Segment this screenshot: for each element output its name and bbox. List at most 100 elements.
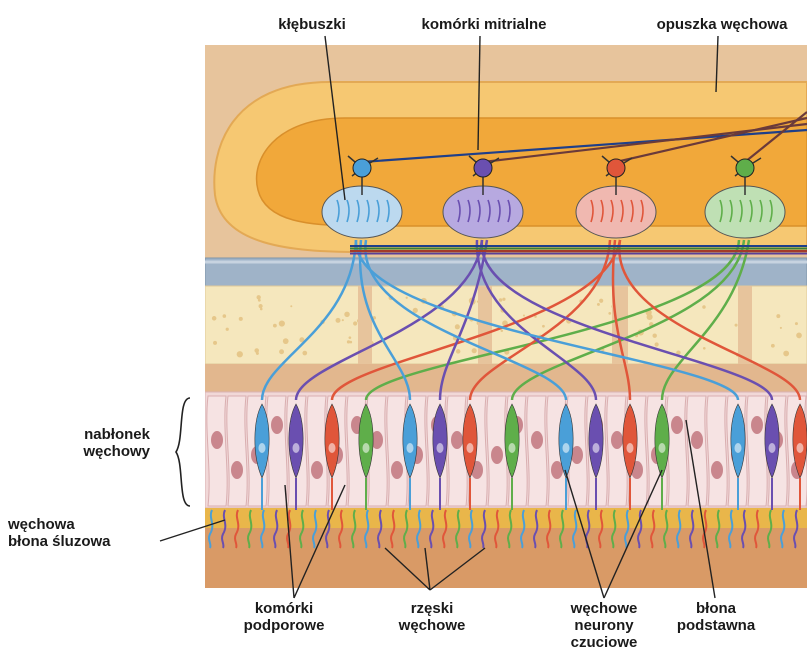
bone-pore bbox=[256, 352, 259, 355]
label-basement-membrane: błona podstawna bbox=[677, 600, 755, 634]
bone-pore bbox=[260, 308, 263, 311]
bone-pore bbox=[655, 342, 659, 346]
bone-pore bbox=[499, 298, 503, 302]
label-membrane-line-2: podstawna bbox=[677, 617, 755, 634]
cell-nucleus bbox=[751, 416, 763, 434]
bone-pore bbox=[353, 321, 357, 325]
label-neurons-line-2: neurony bbox=[571, 617, 638, 634]
bone-pore bbox=[349, 336, 352, 339]
neuron-nucleus bbox=[797, 443, 804, 453]
bone-pore bbox=[342, 319, 344, 321]
label-sensory-neurons: węchowe neurony czuciowe bbox=[571, 600, 638, 651]
bone-pore bbox=[347, 340, 350, 343]
cell-nucleus bbox=[231, 461, 243, 479]
bone-pore bbox=[256, 295, 260, 299]
neuron-nucleus bbox=[659, 443, 666, 453]
bone-pore bbox=[212, 316, 217, 321]
neuron-nucleus bbox=[293, 443, 300, 453]
supporting-cell bbox=[307, 396, 327, 506]
bone-pore bbox=[795, 322, 798, 325]
bone-pore bbox=[455, 324, 460, 329]
bone-pore bbox=[597, 303, 600, 306]
label-olfactory-mucosa: węchowa błona śluzowa bbox=[8, 516, 111, 550]
bone-pore bbox=[703, 347, 706, 350]
label-mucosa-line-2: błona śluzowa bbox=[8, 533, 111, 550]
mitral-cell-body bbox=[353, 159, 371, 177]
bone-pore bbox=[279, 349, 284, 354]
bone-pore bbox=[608, 312, 611, 315]
bone-pore bbox=[780, 327, 782, 329]
mitral-cell-body bbox=[736, 159, 754, 177]
bone-pore bbox=[223, 314, 227, 318]
label-olfactory-bulb: opuszka węchowa bbox=[657, 16, 788, 33]
neuron-nucleus bbox=[627, 443, 634, 453]
mucus-layer bbox=[205, 508, 807, 528]
neuron-nucleus bbox=[509, 443, 516, 453]
bone-pore bbox=[273, 324, 277, 328]
bone-pore bbox=[776, 314, 780, 318]
bone-pore bbox=[279, 320, 285, 326]
supporting-cell bbox=[267, 396, 287, 506]
bone-pore bbox=[735, 324, 738, 327]
label-glomeruli: kłębuszki bbox=[278, 16, 346, 33]
neuron-nucleus bbox=[259, 443, 266, 453]
supporting-cell bbox=[707, 396, 727, 506]
cell-nucleus bbox=[711, 461, 723, 479]
bone-pore bbox=[502, 298, 505, 301]
label-mucosa-line-1: węchowa bbox=[8, 516, 111, 533]
bone-pore bbox=[599, 299, 603, 303]
cell-nucleus bbox=[691, 431, 703, 449]
label-membrane-line-1: błona bbox=[677, 600, 755, 617]
bone-pore bbox=[647, 314, 653, 320]
label-cilia-line-1: rzęski bbox=[399, 600, 466, 617]
neuron-nucleus bbox=[329, 443, 336, 453]
mitral-cell-body bbox=[607, 159, 625, 177]
label-neurons-line-1: węchowe bbox=[571, 600, 638, 617]
label-neurons-line-3: czuciowe bbox=[571, 634, 638, 651]
cell-nucleus bbox=[611, 431, 623, 449]
label-support-line-1: komórki bbox=[244, 600, 325, 617]
bone-pore bbox=[501, 330, 504, 333]
label-cilia-line-2: węchowe bbox=[399, 617, 466, 634]
mitral-cell-body bbox=[474, 159, 492, 177]
neuron-nucleus bbox=[467, 443, 474, 453]
neuron-nucleus bbox=[563, 443, 570, 453]
supporting-cell bbox=[227, 396, 247, 506]
neuron-nucleus bbox=[593, 443, 600, 453]
bone-pore bbox=[290, 305, 292, 307]
cell-nucleus bbox=[391, 461, 403, 479]
bone-pore bbox=[771, 344, 775, 348]
bone-channel bbox=[738, 286, 752, 364]
bone-pore bbox=[652, 333, 656, 337]
neuron-nucleus bbox=[363, 443, 370, 453]
label-mitral-cells: komórki mitrialne bbox=[421, 16, 546, 33]
label-olfactory-cilia: rzęski węchowe bbox=[399, 600, 466, 634]
bone-pore bbox=[702, 305, 706, 309]
bone-pore bbox=[406, 297, 408, 299]
bone-pore bbox=[258, 299, 261, 302]
supporting-cell bbox=[207, 396, 227, 506]
bone-pore bbox=[798, 336, 801, 339]
neuron-nucleus bbox=[735, 443, 742, 453]
bone-pore bbox=[283, 338, 289, 344]
label-epithelium-line-2: węchowy bbox=[40, 443, 150, 460]
neuron-nucleus bbox=[407, 443, 414, 453]
epithelium-brace bbox=[176, 398, 190, 506]
label-olfactory-epithelium: nabłonek węchowy bbox=[40, 426, 150, 460]
cell-nucleus bbox=[671, 416, 683, 434]
bone-pore bbox=[523, 314, 525, 316]
supporting-cell bbox=[667, 396, 687, 506]
bone-pore bbox=[226, 328, 229, 331]
bone-pore bbox=[239, 317, 243, 321]
bone-pore bbox=[413, 308, 418, 313]
bone-pore bbox=[783, 351, 789, 357]
label-support-line-2: podporowe bbox=[244, 617, 325, 634]
bone-pore bbox=[336, 318, 341, 323]
cell-nucleus bbox=[451, 431, 463, 449]
bone-pore bbox=[456, 349, 461, 354]
neuron-nucleus bbox=[769, 443, 776, 453]
bone-pore bbox=[542, 325, 545, 328]
bone-pore bbox=[344, 312, 349, 317]
bone-pore bbox=[237, 351, 243, 357]
